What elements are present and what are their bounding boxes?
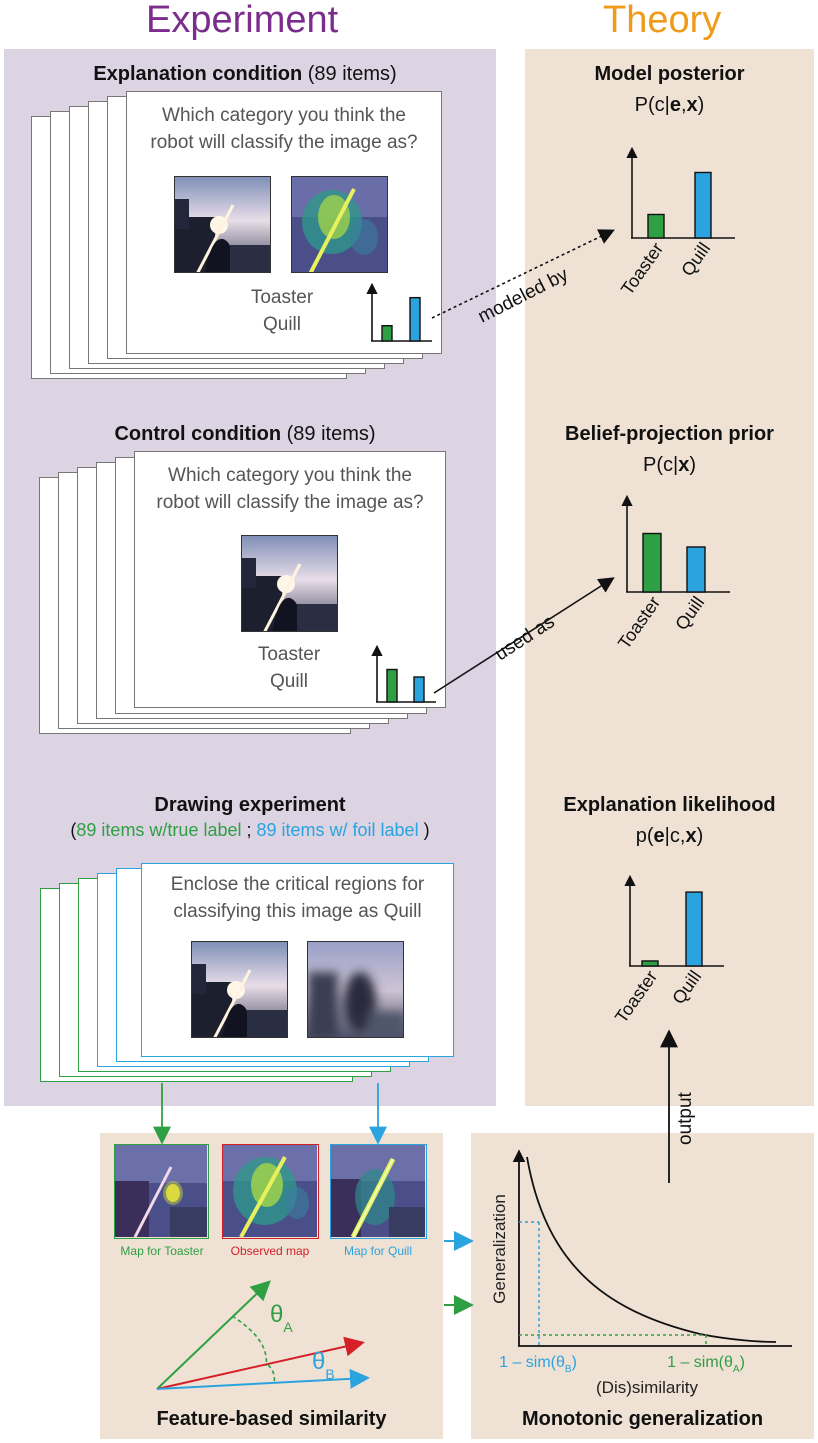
control-condition-title: Control condition (89 items) bbox=[114, 423, 376, 445]
experiment-heading: Experiment bbox=[146, 0, 339, 41]
control-question-line2: robot will classify the image as? bbox=[156, 492, 424, 513]
likelihood-title: Explanation likelihood bbox=[563, 794, 776, 816]
drawing-experiment-items: (89 items w/true label ; 89 items w/ foi… bbox=[70, 820, 430, 840]
control-option-toaster: Toaster bbox=[257, 644, 321, 665]
posterior-title: Model posterior bbox=[594, 63, 745, 85]
prior-title: Belief-projection prior bbox=[565, 423, 774, 445]
drawing-instruction-line2: classifying this image as Quill bbox=[173, 901, 422, 922]
observed-map-image bbox=[222, 1144, 319, 1239]
drawing-experiment-title: Drawing experiment bbox=[154, 794, 346, 816]
drawing-blurred-photo bbox=[307, 941, 404, 1038]
explanation-condition-title: Explanation condition (89 items) bbox=[93, 63, 397, 85]
map-toaster-image bbox=[114, 1144, 209, 1239]
drawing-instruction-line1: Enclose the critical regions for bbox=[170, 874, 425, 895]
map-toaster-caption: Map for Toaster bbox=[120, 1244, 204, 1258]
observed-map-caption: Observed map bbox=[230, 1244, 310, 1258]
map-quill-caption: Map for Quill bbox=[343, 1244, 413, 1258]
monotonic-title: Monotonic generalization bbox=[521, 1408, 764, 1430]
theory-heading: Theory bbox=[603, 0, 722, 41]
likelihood-formula: p(e|c,x) bbox=[635, 825, 704, 847]
feature-similarity-title: Feature-based similarity bbox=[156, 1408, 387, 1430]
theory-panel bbox=[525, 49, 814, 1106]
explanation-question-line2: robot will classify the image as? bbox=[150, 132, 418, 153]
control-question-line1: Which category you think the bbox=[168, 465, 412, 486]
explanation-option-toaster: Toaster bbox=[250, 287, 314, 308]
control-option-quill: Quill bbox=[269, 671, 308, 692]
monotonic-generalization-panel bbox=[471, 1133, 814, 1439]
map-quill-image bbox=[330, 1144, 427, 1239]
explanation-option-quill: Quill bbox=[262, 314, 301, 335]
prior-formula: P(c|x) bbox=[643, 454, 696, 476]
drawing-photo bbox=[191, 941, 288, 1038]
control-card: Which category you think the robot will … bbox=[134, 451, 446, 708]
explanation-question-line1: Which category you think the bbox=[162, 105, 406, 126]
control-photo bbox=[241, 535, 338, 632]
explanation-saliency-photo bbox=[291, 176, 388, 273]
posterior-formula: P(c|e,x) bbox=[634, 94, 705, 116]
drawing-card: Enclose the critical regions for classif… bbox=[141, 863, 454, 1057]
explanation-photo bbox=[174, 176, 271, 273]
explanation-card: Which category you think the robot will … bbox=[126, 91, 442, 354]
